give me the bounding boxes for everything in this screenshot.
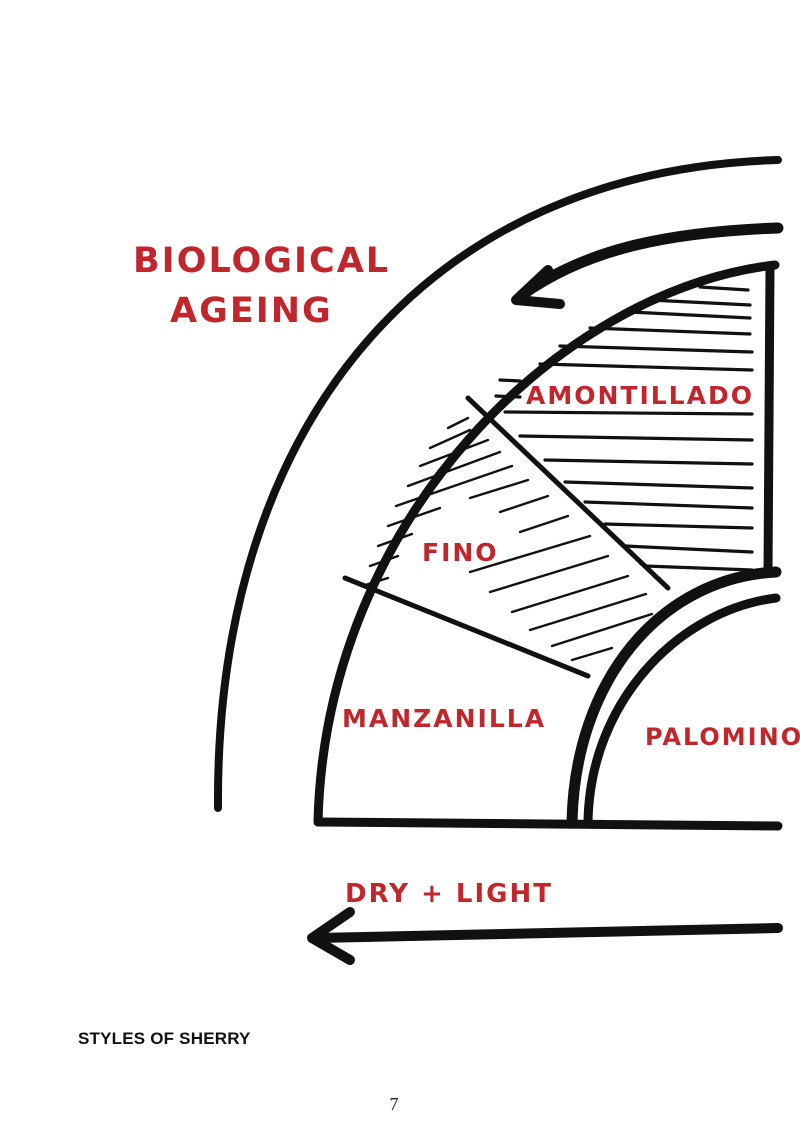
arrow-label-dry-light: DRY + LIGHT [345,879,553,909]
divider-amontillado-fino [465,395,671,591]
arrow-left-curved-icon [511,265,565,309]
segment-label-amontillado: AMONTILLADO [526,381,754,410]
segment-label-manzanilla: MANZANILLA [342,704,546,733]
figure-caption: STYLES OF SHERRY [78,1029,251,1048]
arrow-arc [516,222,784,301]
fan-right-edge [763,263,775,577]
heading-line-1: BIOLOGICAL [133,241,390,281]
page-number: 7 [389,1094,399,1114]
segment-label-fino: FINO [422,538,499,567]
arrow-left-straight-icon [307,907,355,965]
arrow-heads [307,265,565,965]
diagram-outline [213,156,784,943]
hub-inner-arc [583,593,781,827]
hub-outer-arc [566,566,782,828]
fan-base-line [313,817,783,831]
heading-line-2: AGEING [170,291,333,331]
fan-outer-arc [313,260,780,827]
fino-hatching [360,416,654,662]
amontillado-hatching [494,285,754,572]
divider-fino-manzanilla [342,575,591,679]
segment-label-palomino: PALOMINO [645,723,800,751]
bottom-arrow-line [311,923,783,943]
outer-arc [213,156,782,812]
